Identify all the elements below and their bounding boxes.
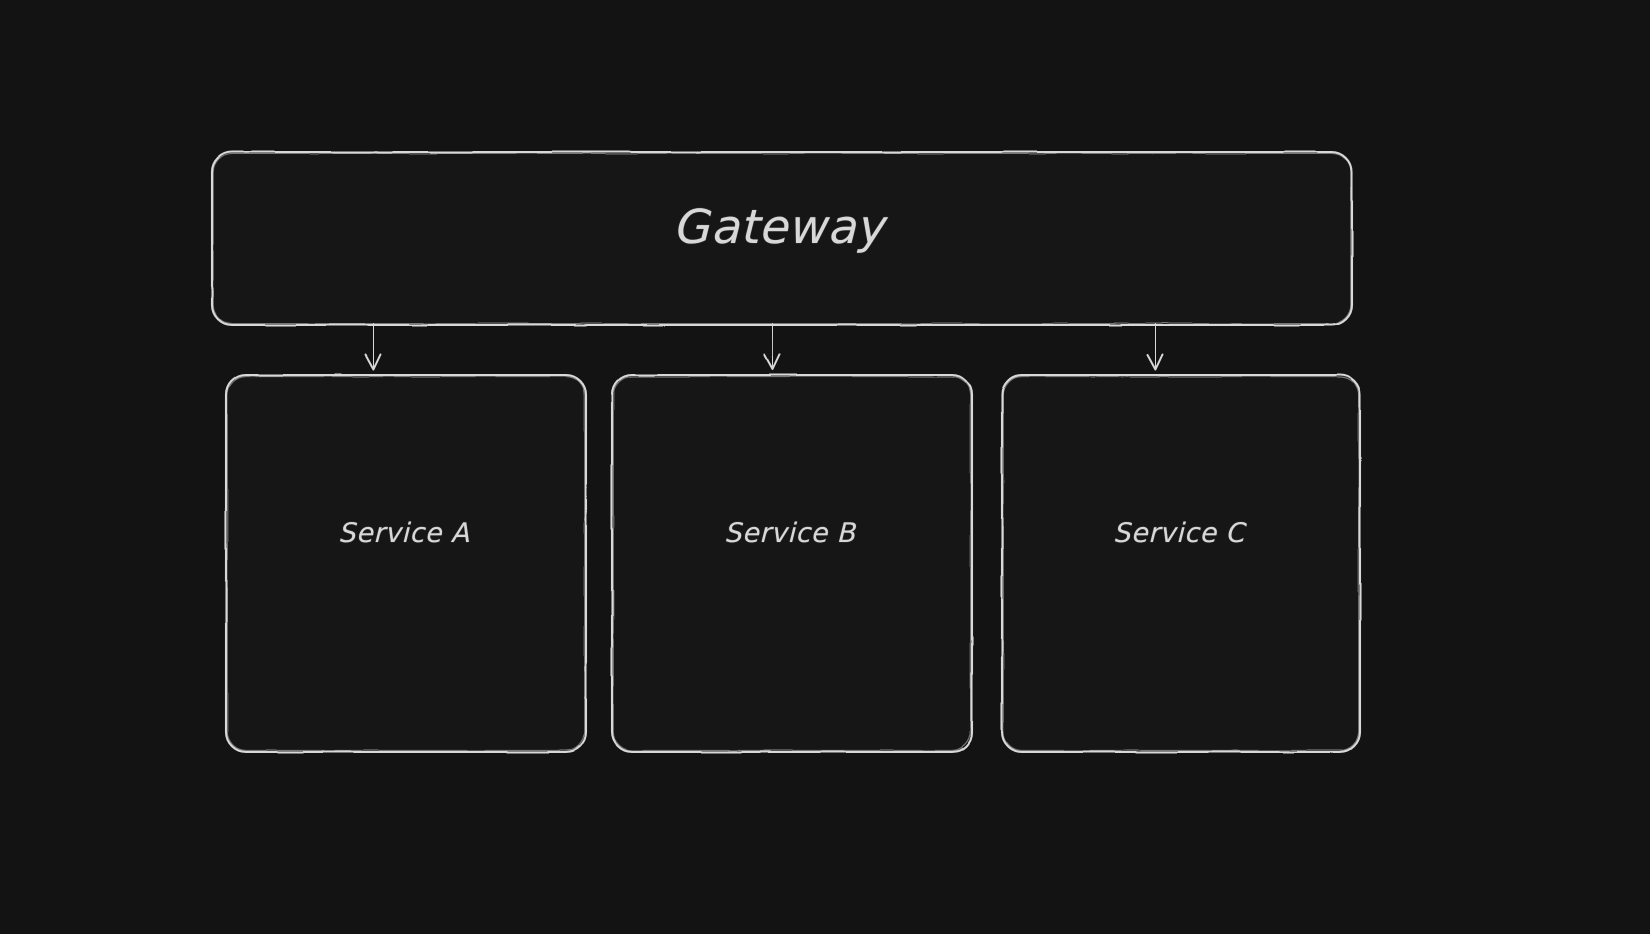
arrowhead-icon xyxy=(1146,353,1164,371)
node-service-a-shape[interactable] xyxy=(224,373,588,754)
node-label-service-c: Service C xyxy=(1114,518,1248,549)
gateway-box-stroke-primary xyxy=(210,150,1354,327)
node-label-gateway: Gateway xyxy=(675,200,890,255)
gateway-box-stroke-secondary xyxy=(212,152,1352,325)
edge-gateway-to-service-a[interactable] xyxy=(364,323,382,371)
edge-gateway-to-service-b[interactable] xyxy=(763,323,781,371)
edge-gateway-to-service-c[interactable] xyxy=(1146,323,1164,371)
service-a-box-stroke-primary xyxy=(224,373,588,754)
service-a-box-stroke-secondary xyxy=(226,375,586,752)
service-b-box-stroke-secondary xyxy=(612,375,972,752)
service-c-box-stroke-secondary xyxy=(1002,375,1360,752)
node-service-c-shape[interactable] xyxy=(1000,373,1362,754)
service-b-box-stroke-primary xyxy=(610,373,974,754)
node-service-b-shape[interactable] xyxy=(610,373,974,754)
node-gateway-shape[interactable] xyxy=(210,150,1354,327)
node-label-service-a: Service A xyxy=(339,518,473,549)
service-c-box-stroke-primary xyxy=(1000,373,1362,754)
node-label-service-b: Service B xyxy=(725,518,859,549)
arrowhead-icon xyxy=(364,353,382,371)
arrowhead-icon xyxy=(763,353,781,371)
